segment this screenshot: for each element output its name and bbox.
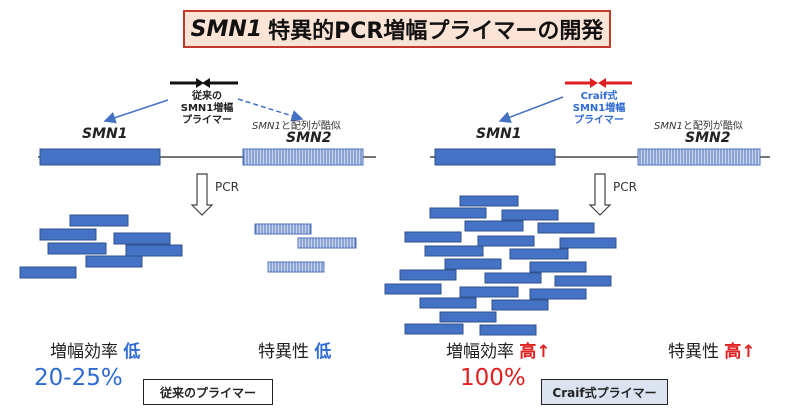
left-primer-to-smn2-arrow	[237, 98, 304, 122]
page-title: SMN1 特異的PCR増幅プライマーの開発	[183, 10, 611, 48]
left-primer-label-line1: 従来の	[192, 91, 222, 102]
left-similar-note: SMN1と配列が酷似	[252, 117, 341, 132]
right-pcr-label: PCR	[613, 180, 637, 194]
right-products-solid	[384, 195, 617, 336]
right-smn2-label: SMN2	[685, 130, 731, 146]
left-efficiency-label: 増幅効率	[50, 342, 118, 362]
left-pcr-arrow	[190, 173, 214, 216]
title-gene: SMN1	[190, 16, 263, 42]
left-smn2-block	[242, 148, 364, 166]
left-specificity: 特異性 低	[258, 337, 331, 362]
right-primer-label-line3: プライマー	[574, 115, 624, 126]
right-primer-to-smn1-arrow	[498, 96, 564, 123]
right-specificity: 特異性 高↑	[668, 337, 756, 362]
left-specificity-value: 低	[314, 342, 332, 362]
left-primer-label-line3: プライマー	[182, 115, 232, 126]
right-specificity-value: 高↑	[724, 342, 756, 362]
right-primer-arrows	[565, 78, 632, 88]
left-pcr-label: PCR	[215, 180, 239, 194]
left-similar-note-gene: SMN1	[252, 121, 281, 132]
right-similar-note-gene: SMN1	[654, 121, 683, 132]
right-efficiency: 増幅効率 高↑	[446, 337, 551, 362]
left-smn2-label: SMN2	[286, 130, 332, 146]
left-primer-box: 従来のプライマー	[143, 379, 273, 405]
left-specificity-label: 特異性	[258, 342, 309, 362]
right-specificity-label: 特異性	[668, 342, 719, 362]
left-products-hatched	[254, 223, 357, 273]
left-efficiency: 増幅効率 低	[50, 337, 140, 362]
right-efficiency-value: 高↑	[519, 342, 551, 362]
right-primer-label-line1: Craif式	[580, 91, 618, 102]
right-primer-box: Craif式プライマー	[541, 379, 668, 405]
left-similar-note-rest: と配列が酷似	[280, 121, 341, 132]
title-text: 特異的PCR増幅プライマーの開発	[268, 19, 604, 44]
left-products-solid	[19, 214, 183, 279]
left-primer-label: 従来の SMN1増幅 プライマー	[172, 91, 242, 127]
right-smn2-block	[637, 148, 761, 166]
right-primer-label-line2: SMN1増幅	[572, 103, 626, 114]
left-primer-to-smn1-arrow	[103, 99, 169, 124]
left-percent: 20-25%	[34, 365, 123, 391]
left-smn1-label: SMN1	[82, 126, 128, 142]
right-percent: 100%	[460, 365, 526, 391]
right-smn1-block	[434, 148, 556, 166]
left-smn1-block	[39, 148, 161, 166]
right-primer-label: Craif式 SMN1増幅 プライマー	[566, 91, 632, 127]
right-pcr-arrow	[588, 173, 612, 216]
left-primer-label-line2: SMN1増幅	[180, 103, 234, 114]
left-efficiency-value: 低	[123, 342, 141, 362]
right-smn1-label: SMN1	[476, 126, 522, 142]
right-similar-note-rest: と配列が酷似	[682, 121, 743, 132]
right-efficiency-label: 増幅効率	[446, 342, 514, 362]
right-similar-note: SMN1と配列が酷似	[654, 117, 743, 132]
left-primer-arrows	[170, 78, 238, 88]
